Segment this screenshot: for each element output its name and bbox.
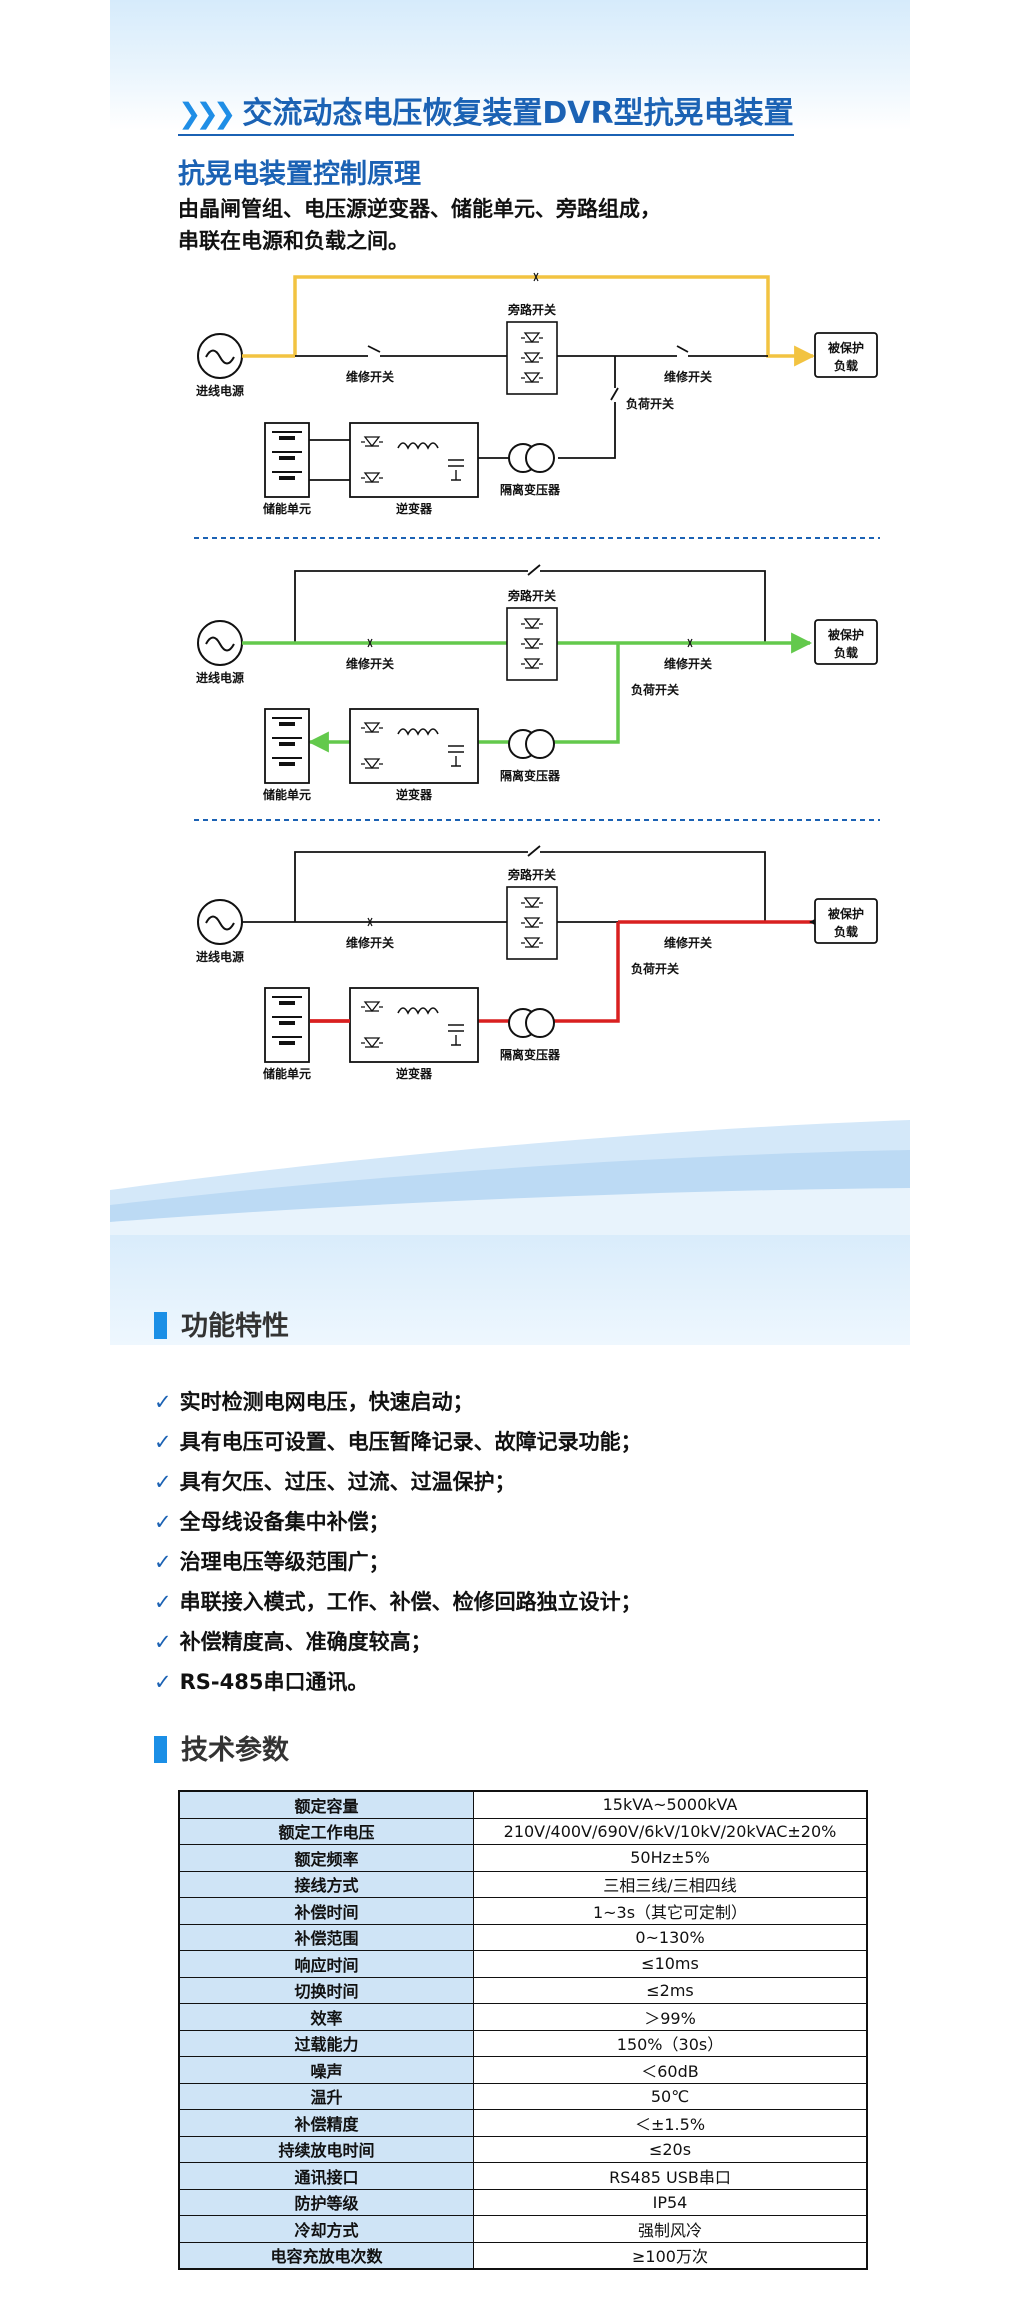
- table-row: 噪声＜60dB: [178, 2056, 868, 2084]
- label-transformer: 隔离变压器: [500, 482, 561, 497]
- label-source: 进线电源: [196, 949, 244, 964]
- list-item: ✓具有欠压、过压、过流、过温保护；: [154, 1470, 516, 1494]
- intro-line-1: 由晶闸管组、电压源逆变器、储能单元、旁路组成，: [178, 197, 661, 221]
- page-title: ❯❯❯交流动态电压恢复装置DVR型抗晃电装置: [178, 88, 794, 136]
- label-source: 进线电源: [196, 670, 244, 685]
- chevron-right-icon: ❯❯❯: [178, 97, 236, 130]
- list-item: ✓全母线设备集中补偿；: [154, 1510, 390, 1534]
- label-maint-switch-2: 维修开关: [664, 935, 712, 950]
- specs-heading: 技术参数: [154, 1728, 289, 1767]
- features-list: ✓实时检测电网电压，快速启动； ✓具有电压可设置、电压暂降记录、故障记录功能； …: [154, 1382, 642, 1702]
- normal-power-path: [242, 275, 813, 356]
- diagram-compensate-mode: 进线电源 维修开关 维修开关 旁路开关 被保护 负载 负荷开关 隔离变压器: [196, 845, 878, 1081]
- product-page: ❯❯❯交流动态电压恢复装置DVR型抗晃电装置 抗晃电装置控制原理 由晶闸管组、电…: [110, 0, 910, 2314]
- table-row: 持续放电时间≤20s: [178, 2135, 868, 2163]
- label-transformer: 隔离变压器: [500, 1047, 561, 1062]
- list-item: ✓具有电压可设置、电压暂降记录、故障记录功能；: [154, 1430, 642, 1454]
- section-marker-icon: [154, 1312, 167, 1339]
- table-row: 冷却方式强制风冷: [178, 2215, 868, 2243]
- label-bypass-switch: 旁路开关: [507, 588, 556, 603]
- label-storage: 储能单元: [263, 787, 311, 802]
- list-item: ✓治理电压等级范围广；: [154, 1550, 390, 1574]
- label-load-1: 被保护: [828, 627, 864, 642]
- label-inverter: 逆变器: [396, 501, 433, 516]
- intro-text: 由晶闸管组、电压源逆变器、储能单元、旁路组成， 串联在电源和负载之间。: [178, 193, 661, 257]
- list-item: ✓串联接入模式，工作、补偿、检修回路独立设计；: [154, 1590, 642, 1614]
- table-row: 接线方式三相三线/三相四线: [178, 1870, 868, 1898]
- label-transformer: 隔离变压器: [500, 768, 561, 783]
- label-load-2: 负载: [834, 645, 858, 660]
- label-source: 进线电源: [196, 383, 244, 398]
- table-row: 补偿精度＜±1.5%: [178, 2109, 868, 2137]
- checkmark-icon: ✓: [154, 1630, 172, 1654]
- storage-box: [264, 422, 310, 498]
- checkmark-icon: ✓: [154, 1430, 172, 1454]
- features-heading: 功能特性: [154, 1304, 289, 1343]
- section-subtitle: 抗晃电装置控制原理: [178, 159, 421, 190]
- diagram-normal-mode: 进线电源 维修开关 维修开关 旁路开关 被保护 负载 负荷开关 隔离变压器: [196, 272, 878, 516]
- label-load-2: 负载: [834, 924, 858, 939]
- label-storage: 储能单元: [263, 501, 311, 516]
- checkmark-icon: ✓: [154, 1470, 172, 1494]
- label-maint-switch-1: 维修开关: [346, 656, 394, 671]
- protected-load-box: [814, 332, 878, 378]
- checkmark-icon: ✓: [154, 1550, 172, 1574]
- table-row: 电容充放电次数≥100万次: [178, 2241, 868, 2270]
- label-load-2: 负载: [834, 358, 858, 373]
- label-maint-switch-1: 维修开关: [346, 935, 394, 950]
- diagram-charge-mode: 进线电源 维修开关 维修开关 旁路开关 被保护 负载 负荷开关 隔离变压器 逆变…: [196, 564, 878, 802]
- list-item: ✓实时检测电网电压，快速启动；: [154, 1390, 474, 1414]
- features-band: [110, 1235, 910, 1345]
- header-band: [110, 0, 910, 130]
- checkmark-icon: ✓: [154, 1510, 172, 1534]
- label-maint-switch-2: 维修开关: [664, 369, 712, 384]
- page-title-text: 交流动态电压恢复装置DVR型抗晃电装置: [242, 96, 794, 131]
- specs-heading-text: 技术参数: [181, 1735, 289, 1766]
- checkmark-icon: ✓: [154, 1390, 172, 1414]
- label-inverter: 逆变器: [396, 787, 433, 802]
- label-bypass-switch: 旁路开关: [507, 302, 556, 317]
- label-maint-switch-2: 维修开关: [664, 656, 712, 671]
- control-principle-diagram: 进线电源 维修开关 维修开关 旁路开关 被保护 负载 负荷开关 隔离变压器: [194, 272, 880, 1081]
- label-bypass-switch: 旁路开关: [507, 867, 556, 882]
- wave-divider: [110, 1120, 910, 1235]
- table-row: 响应时间≤10ms: [178, 1950, 868, 1978]
- checkmark-icon: ✓: [154, 1590, 172, 1614]
- checkmark-icon: ✓: [154, 1670, 172, 1694]
- label-storage: 储能单元: [263, 1066, 311, 1081]
- label-load-1: 被保护: [828, 340, 864, 355]
- features-heading-text: 功能特性: [181, 1311, 289, 1342]
- list-item: ✓RS-485串口通讯。: [154, 1670, 369, 1694]
- table-row: 效率＞99%: [178, 2003, 868, 2031]
- label-load-switch: 负荷开关: [631, 961, 679, 976]
- label-maint-switch-1: 维修开关: [346, 369, 394, 384]
- label-load-switch: 负荷开关: [631, 682, 679, 697]
- label-inverter: 逆变器: [396, 1066, 433, 1081]
- label-load-switch: 负荷开关: [626, 396, 674, 411]
- list-item: ✓补偿精度高、准确度较高；: [154, 1630, 432, 1654]
- label-load-1: 被保护: [828, 906, 864, 921]
- section-marker-icon: [154, 1736, 167, 1763]
- intro-line-2: 串联在电源和负载之间。: [178, 229, 409, 253]
- table-row: 切换时间≤2ms: [178, 1976, 868, 2004]
